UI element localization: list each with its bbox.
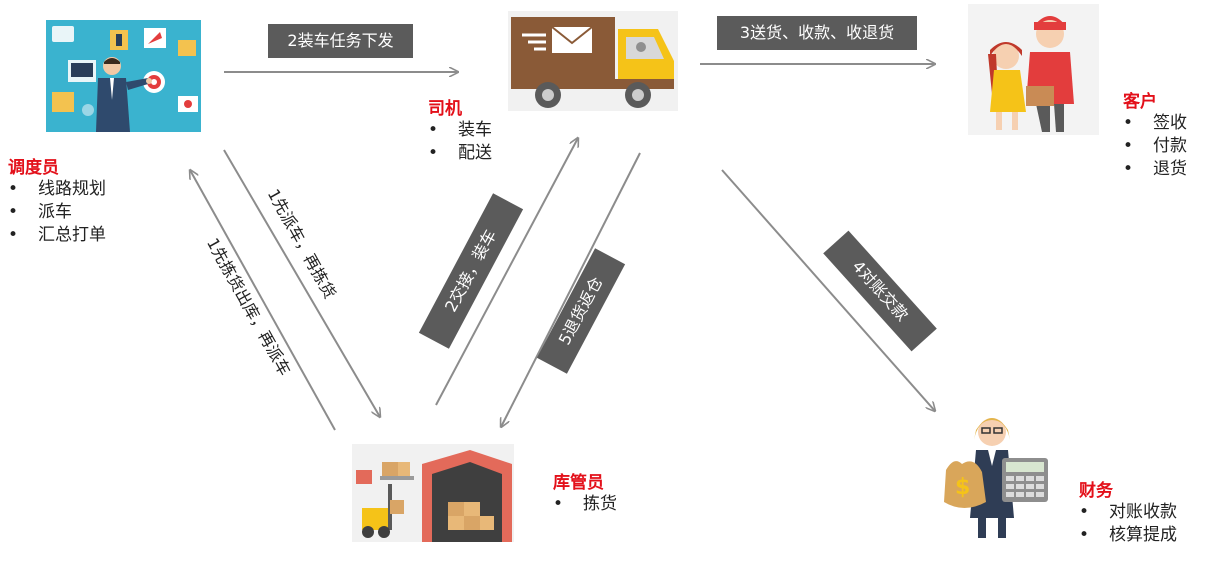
driver-duty-item: 配送: [428, 142, 492, 165]
arrow-driver-to-warehouse: [501, 152, 641, 427]
finance-duty-item: 核算提成: [1079, 524, 1177, 547]
dispatcher-duties: 线路规划 派车 汇总打单: [8, 178, 106, 247]
customer-duty-item: 签收: [1123, 112, 1187, 135]
arrow-dispatch-to-warehouse: [223, 149, 380, 417]
flow-label-dispatch-to-driver: 2装车任务下发: [268, 24, 413, 58]
warehouse-title: 库管员: [553, 473, 604, 493]
truck-illustration: [508, 11, 678, 111]
dispatcher-duty-item: 派车: [8, 201, 106, 224]
warehouse-duty-item: 拣货: [553, 493, 617, 516]
driver-duty-item: 装车: [428, 119, 492, 142]
arrow-warehouse-to-dispatch: [190, 170, 336, 431]
customer-illustration: [968, 4, 1099, 135]
arrow-driver-to-finance: [721, 169, 935, 411]
customer-duties: 签收 付款 退货: [1123, 112, 1187, 181]
finance-title: 财务: [1079, 481, 1113, 501]
warehouse-illustration: [352, 444, 514, 542]
driver-duties: 装车 配送: [428, 119, 492, 165]
flow-label-driver-to-customer: 3送货、收款、收退货: [717, 16, 917, 50]
driver-title: 司机: [428, 99, 462, 119]
customer-duty-item: 付款: [1123, 135, 1187, 158]
dispatcher-title: 调度员: [8, 158, 59, 178]
dispatcher-duty-item: 汇总打单: [8, 224, 106, 247]
finance-duty-item: 对账收款: [1079, 501, 1177, 524]
finance-duties: 对账收款 核算提成: [1079, 501, 1177, 547]
arrow-warehouse-to-driver: [435, 138, 578, 406]
warehouse-duties: 拣货: [553, 493, 617, 516]
svg-text:$: $: [955, 475, 970, 500]
customer-duty-item: 退货: [1123, 158, 1187, 181]
finance-illustration: $: [940, 406, 1052, 540]
dispatcher-duty-item: 线路规划: [8, 178, 106, 201]
dispatcher-illustration: [46, 20, 201, 132]
customer-title: 客户: [1123, 92, 1157, 112]
